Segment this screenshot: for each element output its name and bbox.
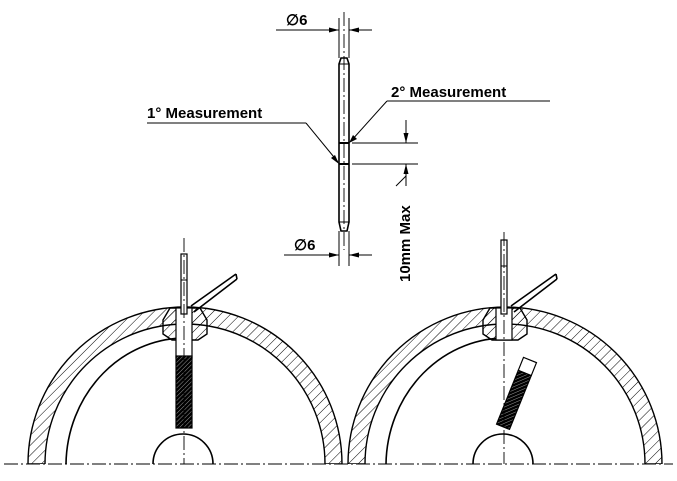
top-diameter-label: ∅6	[286, 12, 307, 29]
right-hub	[472, 433, 534, 464]
left-pointer	[190, 273, 238, 313]
probe-rod	[338, 57, 350, 232]
right-pointer	[510, 273, 558, 313]
max-distance-label: 10mm Max	[397, 205, 414, 282]
probe-detail: ∅6 ∅6 1° Measurement 2° Measurement	[147, 12, 550, 282]
left-inner-liner	[65, 337, 191, 464]
right-section-view	[347, 232, 663, 464]
left-hub	[152, 433, 214, 464]
measurement-1-label: 1° Measurement	[147, 105, 262, 122]
bottom-diameter-dimension: ∅6	[284, 231, 372, 266]
right-shell	[347, 306, 663, 464]
right-insert	[495, 356, 538, 431]
right-inner-liner	[385, 337, 511, 464]
top-diameter-dimension: ∅6	[276, 12, 372, 58]
left-section-view	[27, 238, 343, 464]
measurement-2-label: 2° Measurement	[391, 84, 506, 101]
left-shell	[27, 306, 343, 464]
bottom-diameter-label: ∅6	[294, 237, 315, 254]
measurement-1-callout: 1° Measurement	[147, 105, 339, 164]
measurement-2-callout: 2° Measurement	[349, 84, 550, 143]
max-distance-dimension: 10mm Max	[352, 120, 418, 282]
